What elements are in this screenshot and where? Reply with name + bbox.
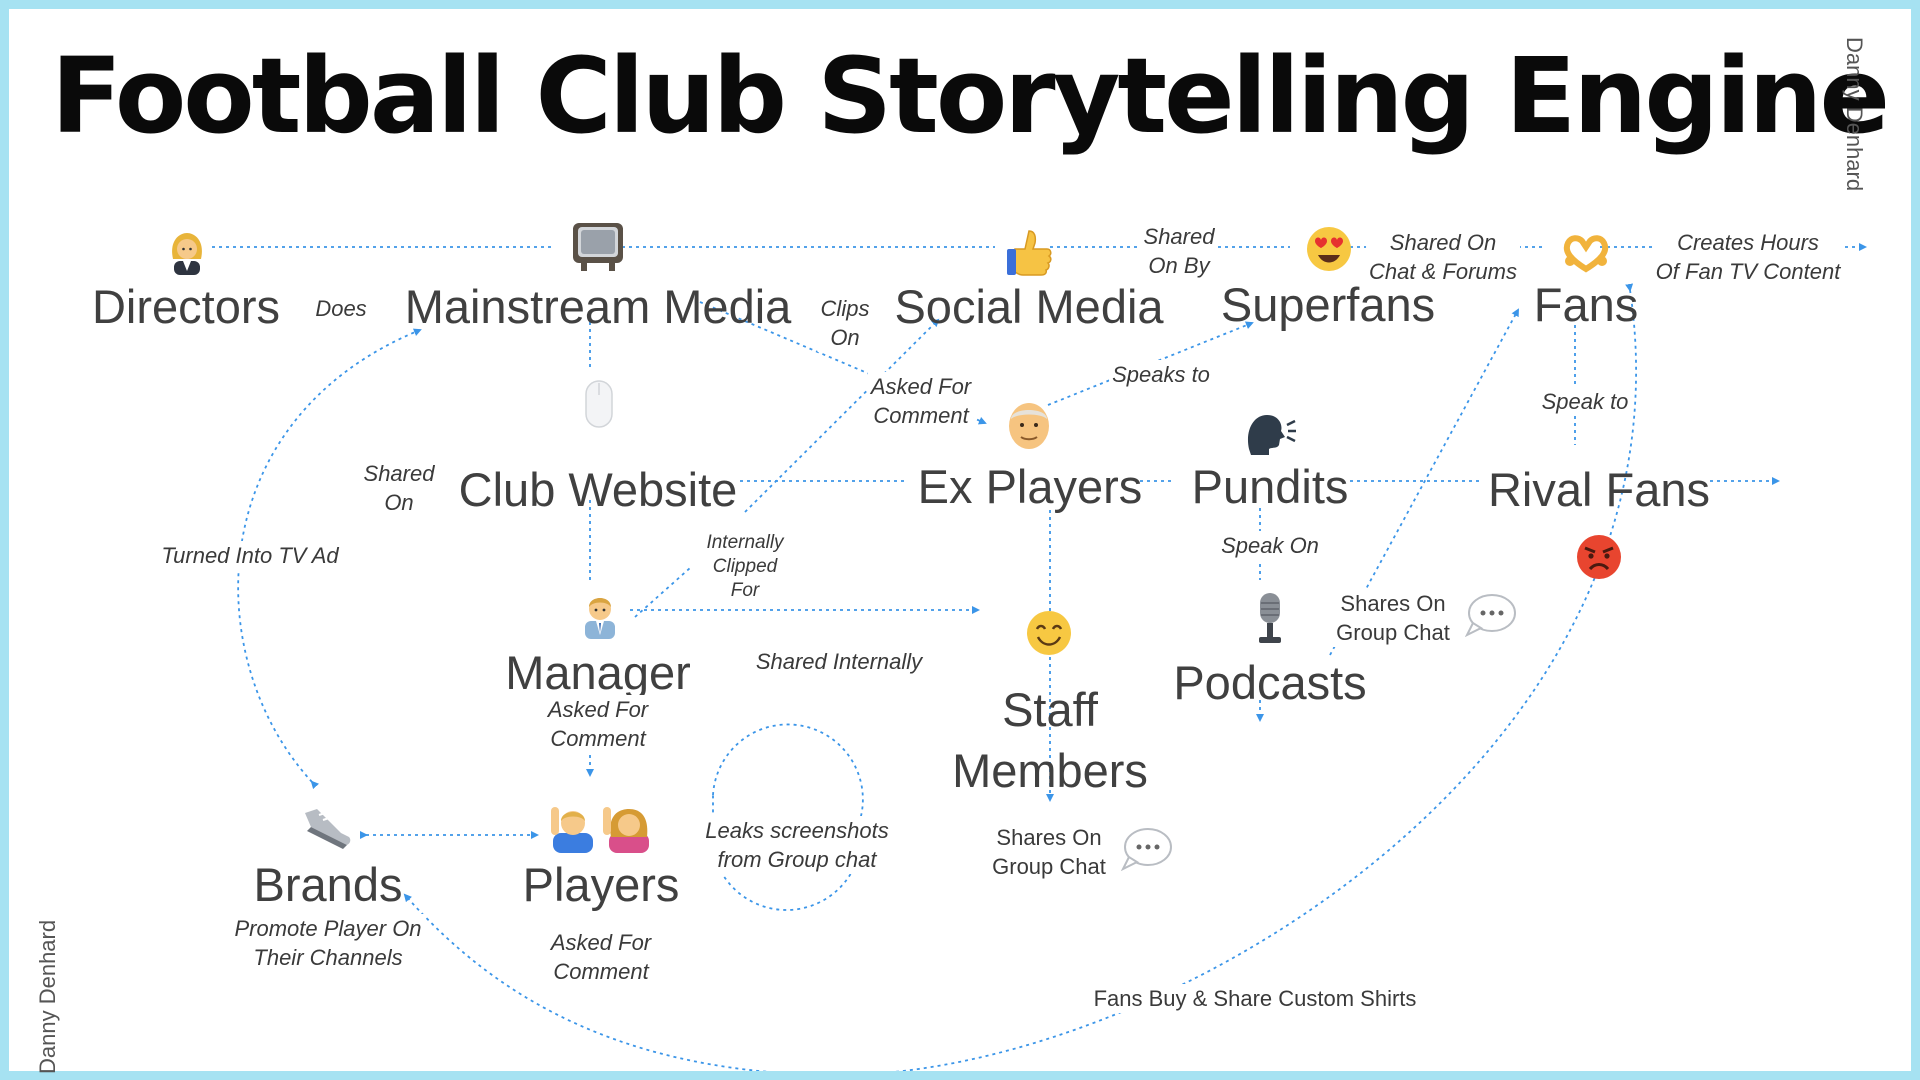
sneaker-icon — [305, 809, 351, 849]
node-fans: Fans — [1533, 278, 1639, 331]
television-icon — [573, 223, 623, 271]
speaking-head-icon — [1247, 415, 1296, 455]
woman-office-worker-icon — [172, 233, 202, 275]
label-does: Does — [312, 294, 370, 323]
page-title: Football Club Storytelling Engine — [50, 35, 1890, 157]
node-staff-members-line1: Staff — [1002, 683, 1098, 736]
man-office-worker-icon — [585, 598, 615, 639]
smiling-face-icon — [1027, 611, 1071, 655]
heart-eyes-face-icon — [1307, 227, 1351, 271]
node-podcasts: Podcasts — [1173, 656, 1367, 709]
node-social-media: Social Media — [894, 280, 1164, 333]
raising-hand-icon — [551, 807, 649, 853]
label-speak-on: Speak On — [1218, 531, 1322, 560]
heart-hands-icon — [1563, 235, 1609, 273]
speech-bubble-icon-staff — [1121, 828, 1172, 871]
label-speak-to: Speak to — [1538, 387, 1632, 416]
label-turned-into-tv-ad: Turned Into TV Ad — [158, 541, 342, 570]
label-fans-buy-custom-shirts: Fans Buy & Share Custom Shirts — [1090, 984, 1420, 1013]
node-players: Players — [522, 858, 680, 911]
node-mainstream-media: Mainstream Media — [404, 280, 792, 333]
edge-leaks-loop — [712, 723, 864, 911]
thumbs-up-icon — [1007, 230, 1052, 276]
node-rival-fans: Rival Fans — [1487, 463, 1711, 516]
node-superfans: Superfans — [1220, 278, 1436, 331]
edge-fans-brands-curve — [403, 283, 1637, 1071]
label-shared-internally: Shared Internally — [752, 647, 926, 676]
node-directors: Directors — [91, 280, 281, 333]
node-brands: Brands — [253, 858, 403, 911]
node-ex-players: Ex Players — [917, 460, 1143, 513]
node-manager: Manager — [505, 646, 691, 699]
speech-bubble-icon-podcasts — [1465, 594, 1516, 637]
older-man-icon — [1009, 403, 1049, 449]
node-pundits: Pundits — [1191, 460, 1349, 513]
edge-brands-mainstream-curve — [237, 328, 422, 790]
microphone-icon — [1259, 593, 1281, 643]
node-club-website: Club Website — [458, 463, 738, 516]
angry-face-icon — [1577, 535, 1621, 579]
label-speaks-to: Speaks to — [1109, 360, 1213, 389]
computer-mouse-icon — [585, 380, 613, 428]
node-staff-members-line2: Members — [952, 744, 1148, 797]
